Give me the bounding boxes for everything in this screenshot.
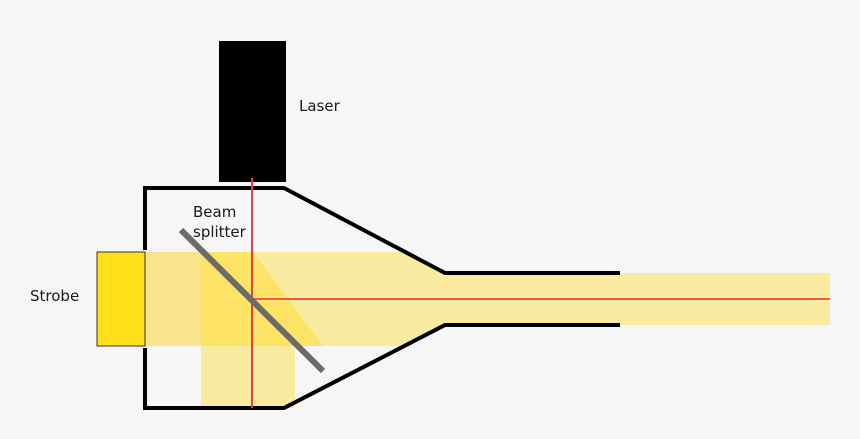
beam-splitter-label-line1: Beam [193, 203, 237, 221]
strobe-label: Strobe [30, 287, 80, 305]
laser-label: Laser [299, 97, 340, 115]
housing-bottom-outline [143, 323, 620, 410]
housing-top-outline [143, 186, 620, 275]
beam-splitter-label-line2: splitter [193, 223, 246, 241]
laser-box [219, 41, 286, 182]
beam-splitter [178, 227, 326, 374]
strobe-box [96, 251, 146, 347]
